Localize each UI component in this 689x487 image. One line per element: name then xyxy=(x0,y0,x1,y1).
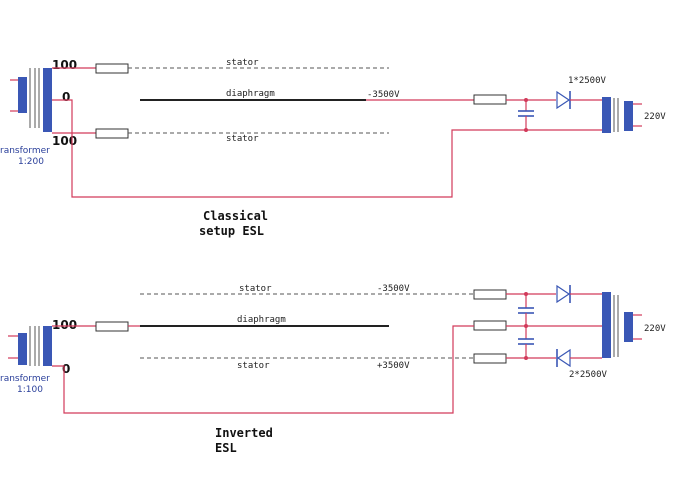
top-stator-bottom-resistor xyxy=(95,128,129,139)
top-stator-top-resistor xyxy=(95,63,129,74)
bottom-diode-upper-icon xyxy=(556,284,571,304)
bottom-mains-primary-core xyxy=(624,312,633,342)
bottom-stator-bottom-resistor xyxy=(473,353,507,364)
top-diode-label: 1*2500V xyxy=(568,76,607,86)
top-transformer-label: ransformer xyxy=(0,146,50,156)
top-voltage-label: -3500V xyxy=(367,90,400,100)
top-stator-bottom-label: stator xyxy=(226,134,259,144)
bottom-transformer-ratio: 1:100 xyxy=(17,385,43,395)
top-transformer-ratio: 1:200 xyxy=(18,157,44,167)
top-hv-resistor xyxy=(473,94,507,105)
bottom-stator-top-label: stator xyxy=(239,284,272,294)
classical-esl-circuit: 100 0 100 ransformer 1:200 stator diaphr… xyxy=(0,58,666,238)
bottom-voltage-top-label: -3500V xyxy=(377,284,410,294)
bottom-winding-bottom-label: 0 xyxy=(62,362,70,376)
top-caption-line2: setup ESL xyxy=(199,224,264,238)
bottom-input-transformer xyxy=(8,326,52,366)
bottom-mains-transformer xyxy=(602,292,642,358)
bottom-diaphragm-label: diaphragm xyxy=(237,315,286,325)
bottom-caption-line1: Inverted xyxy=(215,426,273,440)
bottom-stator-bottom-label: stator xyxy=(237,361,270,371)
top-input-secondary-core xyxy=(43,68,52,132)
top-mains-transformer xyxy=(602,97,642,133)
top-mains-primary-core xyxy=(624,101,633,131)
top-caption-line1: Classical xyxy=(203,209,268,223)
top-input-primary-core xyxy=(18,77,27,113)
top-winding-bottom-label: 100 xyxy=(52,134,77,148)
top-mains-label: 220V xyxy=(644,112,666,122)
bottom-mains-secondary-core xyxy=(602,292,611,358)
bottom-mains-label: 220V xyxy=(644,324,666,334)
bottom-diode-label: 2*2500V xyxy=(569,370,608,380)
top-input-transformer xyxy=(10,68,52,132)
top-stator-top-label: stator xyxy=(226,58,259,68)
top-diode-icon xyxy=(556,90,571,110)
bottom-center-resistor xyxy=(473,320,507,331)
top-mains-secondary-core xyxy=(602,97,611,133)
bottom-transformer-label: ransformer xyxy=(0,374,50,384)
bottom-winding-top-label: 100 xyxy=(52,318,77,332)
bottom-diaphragm-resistor xyxy=(95,321,129,332)
bottom-input-primary-core xyxy=(18,333,27,365)
top-diaphragm-label: diaphragm xyxy=(226,89,275,99)
bottom-caption-line2: ESL xyxy=(215,441,237,455)
bottom-diode-lower-icon xyxy=(556,348,571,368)
bottom-stator-top-resistor xyxy=(473,289,507,300)
top-winding-top-label: 100 xyxy=(52,58,77,72)
inverted-esl-circuit: 100 0 ransformer 1:100 stator -3500V dia… xyxy=(0,284,666,455)
bottom-input-secondary-core xyxy=(43,326,52,366)
bottom-voltage-bottom-label: +3500V xyxy=(377,361,410,371)
top-winding-center-label: 0 xyxy=(62,90,70,104)
